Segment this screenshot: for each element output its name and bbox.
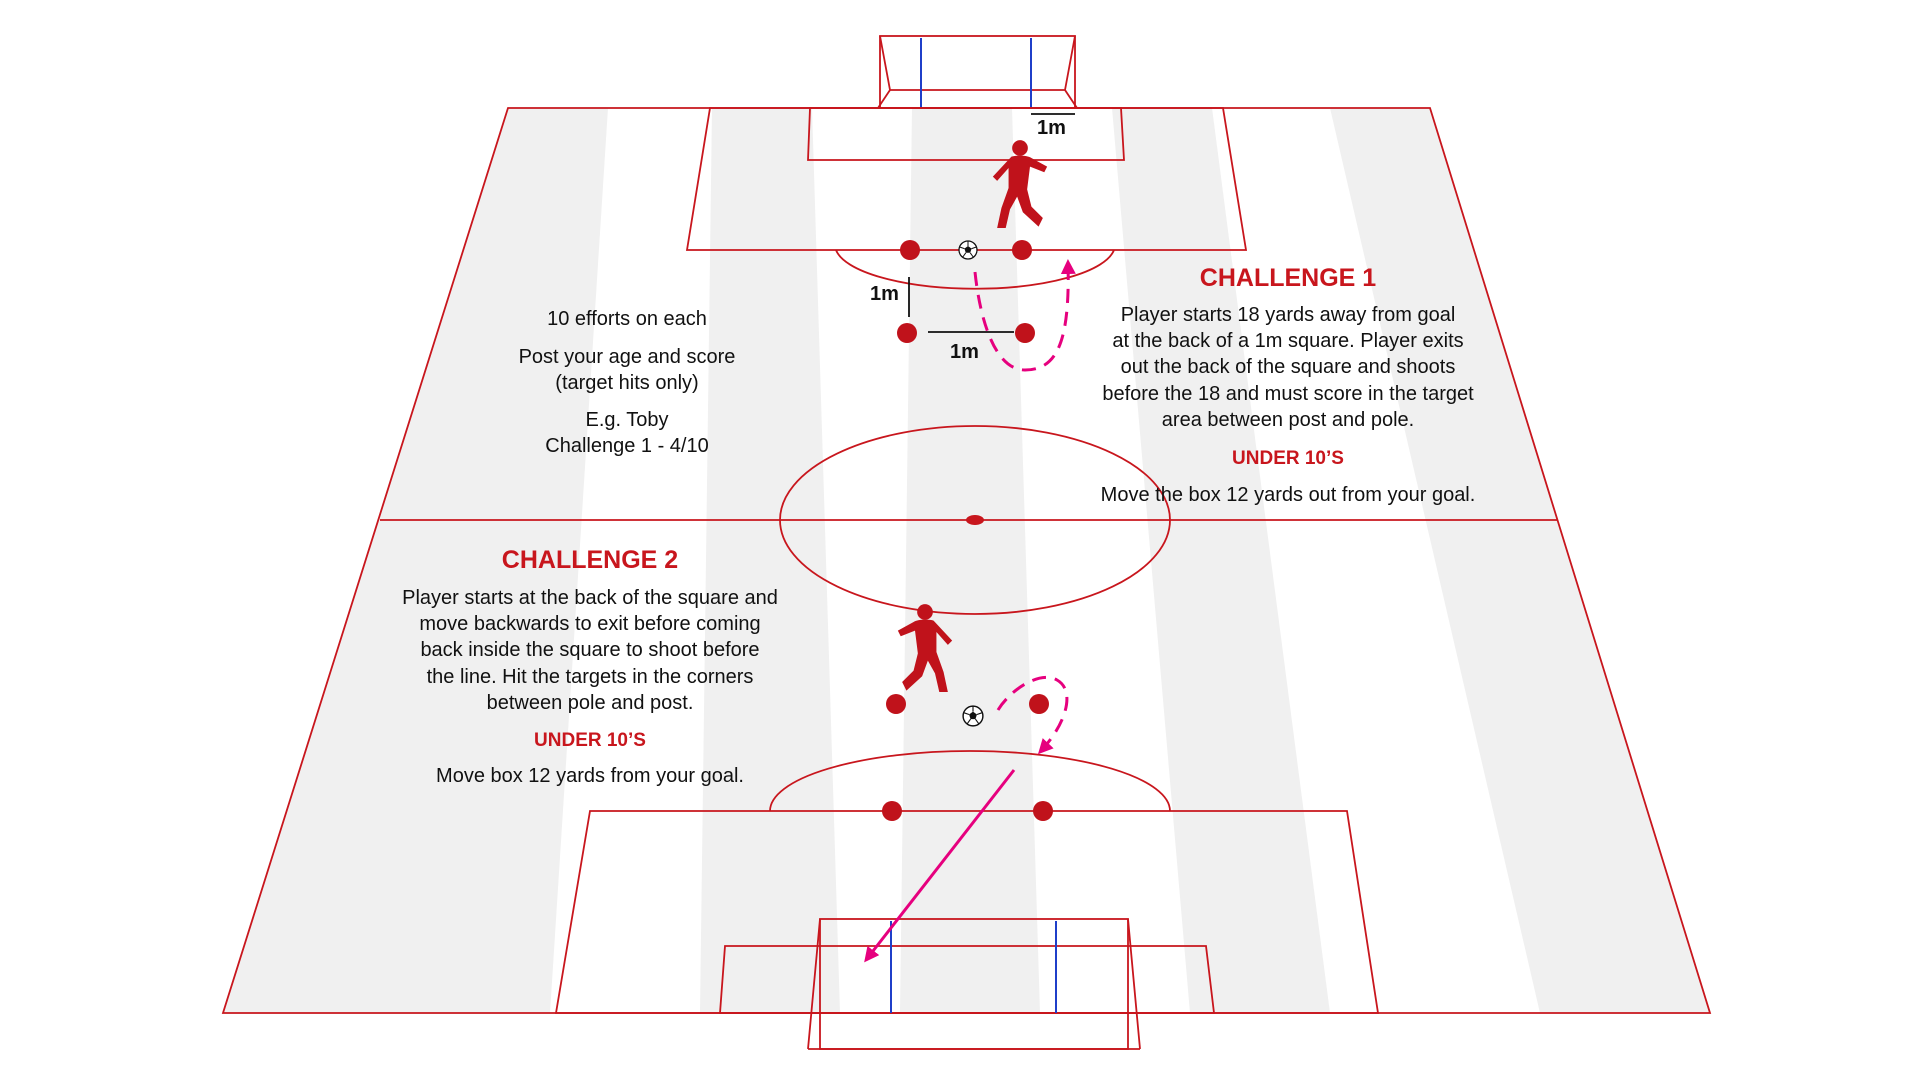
challenge1-under-label: UNDER 10’S (1232, 448, 1344, 469)
challenge2-line: back inside the square to shoot before (420, 639, 759, 661)
cone (1033, 801, 1053, 821)
challenge1-line: Player starts 18 yards away from goal (1121, 304, 1456, 326)
challenge2-line: Player starts at the back of the square … (402, 587, 778, 609)
challenge1-under-text: Move the box 12 yards out from your goal… (1101, 484, 1476, 506)
centre-circle (779, 425, 1171, 615)
info-panel: 10 efforts on each Post your age and sco… (519, 308, 736, 457)
dimension-label-goal: 1m (1037, 117, 1066, 139)
bottom-penalty-arc (769, 750, 1171, 812)
challenge1-title: CHALLENGE 1 (1200, 264, 1377, 292)
cone (1029, 694, 1049, 714)
bottom-six-yard-box (719, 945, 1216, 1014)
dribble-path (973, 259, 1076, 372)
challenge2-under-label: UNDER 10’S (534, 730, 646, 751)
challenge2-title: CHALLENGE 2 (502, 546, 678, 574)
centre-spot (966, 515, 984, 525)
bottom-penalty-box (554, 810, 1380, 1014)
top-square-drill: 1m 1m 1m (870, 113, 1076, 372)
pitch (223, 108, 1710, 1013)
football-icon (958, 240, 978, 260)
challenge1-panel: CHALLENGE 1 Player starts 18 yards away … (1101, 264, 1476, 506)
cone (886, 694, 906, 714)
challenge2-line: the line. Hit the targets in the corners (427, 666, 754, 688)
dribble-path (996, 675, 1069, 755)
dimension-label-side: 1m (870, 283, 899, 305)
info-line: Challenge 1 - 4/10 (545, 435, 708, 457)
challenge2-line: between pole and post. (487, 692, 694, 714)
challenge2-under-text: Move box 12 yards from your goal. (436, 765, 744, 787)
cone (882, 801, 902, 821)
top-penalty-arc (835, 249, 1115, 290)
top-six-yard-box (807, 107, 1125, 161)
top-goal (877, 35, 1078, 109)
cone (900, 240, 920, 260)
challenge1-line: at the back of a 1m square. Player exits (1112, 330, 1463, 352)
challenge1-line: out the back of the square and shoots (1121, 356, 1456, 378)
bottom-square-drill (864, 604, 1069, 963)
cone (1012, 240, 1032, 260)
pitch-markings (221, 107, 1712, 1014)
challenge2-panel: CHALLENGE 2 Player starts at the back of… (402, 546, 778, 787)
cone (897, 323, 917, 343)
info-line: E.g. Toby (585, 409, 668, 431)
football-icon (962, 705, 984, 727)
challenge1-line: before the 18 and must score in the targ… (1102, 383, 1474, 405)
challenge1-line: area between post and pole. (1162, 409, 1414, 431)
dimension-label-bottom: 1m (950, 341, 979, 363)
info-line: 10 efforts on each (547, 308, 707, 330)
cone (1015, 323, 1035, 343)
info-line: Post your age and score (519, 346, 736, 368)
info-line: (target hits only) (555, 372, 698, 394)
pitch-stripes (223, 108, 1710, 1013)
challenge2-line: move backwards to exit before coming (419, 613, 760, 635)
shot-arrow (864, 769, 1016, 963)
bottom-goal (807, 918, 1141, 1050)
